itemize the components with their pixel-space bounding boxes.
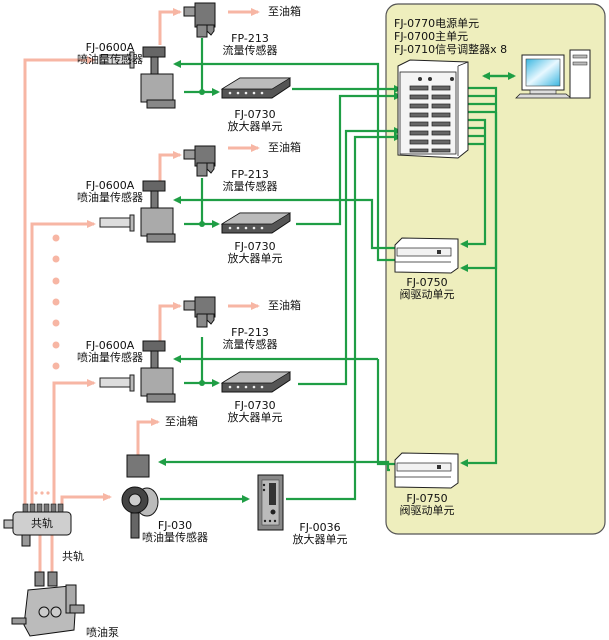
- name: 喷油量传感器: [77, 53, 143, 66]
- pump-label: 喷油泵: [86, 626, 119, 639]
- common-rail-inner-label: 共轨: [31, 517, 53, 530]
- model: FP-213: [231, 168, 269, 181]
- injector-sensor-fj030-icon: [121, 454, 159, 539]
- name: 流量传感器: [222, 180, 278, 193]
- amplifier-2-icon: [220, 212, 292, 234]
- model: FJ-0600A: [85, 179, 135, 192]
- common-rail-icon: [3, 503, 72, 547]
- main-unit-label: FJ-0700主单元: [394, 30, 469, 43]
- flow-sensor-1-icon: [183, 2, 216, 38]
- name: 放大器单元: [227, 252, 283, 265]
- flow-sensor-3-label: FP-213 流量传感器: [215, 327, 285, 351]
- model: FJ-0730: [234, 108, 276, 121]
- injector-sensor-1-label: FJ-0600A 喷油量传感器: [65, 42, 155, 66]
- power-unit-label: FJ-0770电源单元: [394, 17, 480, 30]
- model: FJ-030: [157, 519, 193, 532]
- name: 流量传感器: [222, 338, 278, 351]
- injection-pump-icon: [11, 571, 85, 637]
- tank-label-3: 至油箱: [268, 299, 301, 312]
- tank-label-1: 至油箱: [268, 5, 301, 18]
- control-panel-labels: FJ-0770电源单元 FJ-0700主单元 FJ-0710信号调整器x 8: [394, 17, 507, 56]
- model: FJ-0600A: [85, 41, 135, 54]
- name: 喷油量传感器: [77, 191, 143, 204]
- name: 放大器单元: [227, 411, 283, 424]
- tank-label-4: 至油箱: [165, 415, 198, 428]
- name: 阀驱动单元: [399, 504, 455, 517]
- continuation-dots: [34, 234, 60, 495]
- flow-sensor-3-icon: [183, 296, 216, 328]
- flow-sensor-2-icon: [183, 145, 216, 177]
- injector-sensor-3-label: FJ-0600A 喷油量传感器: [65, 340, 155, 364]
- name: 放大器单元: [227, 120, 283, 133]
- fuel-lines: [23, 8, 260, 575]
- valve-driver-1-icon: [394, 237, 459, 274]
- amplifier-3-label: FJ-0730 放大器单元: [220, 400, 290, 424]
- amplifier-2-label: FJ-0730 放大器单元: [220, 241, 290, 265]
- valve-driver-1-label: FJ-0750 阀驱动单元: [392, 277, 462, 301]
- common-rail-label: 共轨: [62, 550, 84, 563]
- amplifier-1-icon: [220, 77, 292, 99]
- junction-dots: [199, 89, 205, 386]
- name: 流量传感器: [222, 44, 278, 57]
- model: FP-213: [231, 326, 269, 339]
- name: 阀驱动单元: [399, 288, 455, 301]
- fj030-label: FJ-030 喷油量传感器: [135, 520, 215, 544]
- amplifier-3-icon: [220, 371, 292, 393]
- fj0036-label: FJ-0036 放大器单元: [285, 522, 355, 546]
- tank-label-2: 至油箱: [268, 141, 301, 154]
- amplifier-fj0036-icon: [257, 474, 284, 531]
- name: 喷油量传感器: [77, 351, 143, 364]
- model: FJ-0600A: [85, 339, 135, 352]
- amplifier-1-label: FJ-0730 放大器单元: [220, 109, 290, 133]
- name: 放大器单元: [292, 533, 348, 546]
- valve-driver-2-icon: [394, 452, 459, 489]
- flow-sensor-1-label: FP-213 流量传感器: [215, 33, 285, 57]
- model: FJ-0750: [406, 492, 448, 505]
- injector-sensor-1-icon: [99, 46, 176, 109]
- injector-sensor-3-icon: [99, 340, 176, 403]
- flow-sensor-2-label: FP-213 流量传感器: [215, 169, 285, 193]
- model: FJ-0730: [234, 399, 276, 412]
- valve-driver-2-label: FJ-0750 阀驱动单元: [392, 493, 462, 517]
- model: FJ-0750: [406, 276, 448, 289]
- model: FJ-0730: [234, 240, 276, 253]
- computer-icon: [515, 49, 591, 99]
- injector-sensor-2-icon: [99, 180, 176, 243]
- injector-sensor-2-label: FJ-0600A 喷油量传感器: [65, 180, 155, 204]
- signal-lines: [158, 38, 516, 503]
- name: 喷油量传感器: [142, 531, 208, 544]
- signal-conditioner-label: FJ-0710信号调整器x 8: [394, 43, 508, 56]
- model: FP-213: [231, 32, 269, 45]
- model: FJ-0036: [299, 521, 341, 534]
- main-unit-rack-icon: [397, 59, 469, 159]
